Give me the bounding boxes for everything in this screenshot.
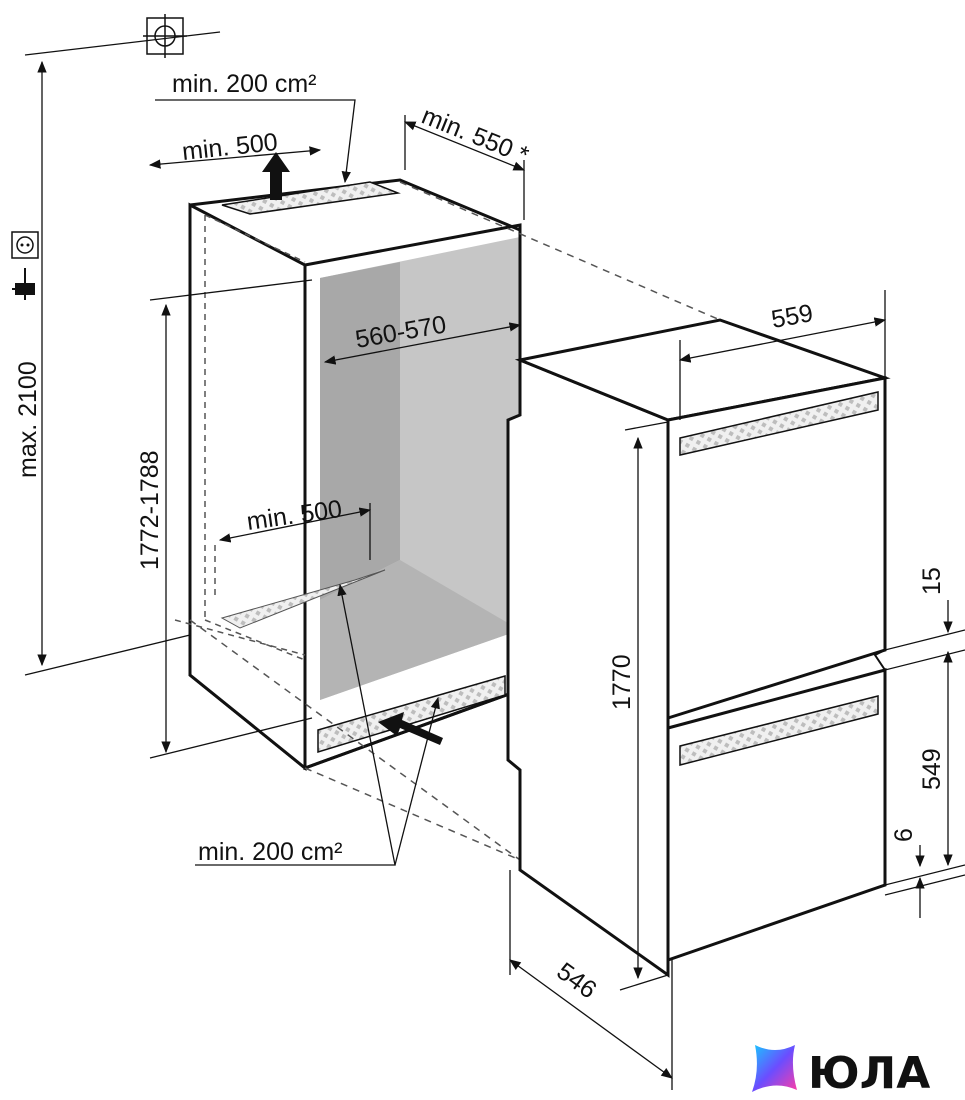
- label-vent-bottom-area: min. 200 cm²: [198, 838, 342, 866]
- perspective-dashed-lines: [189, 181, 721, 861]
- label-depth-top: min. 550 *: [418, 102, 533, 170]
- label-appliance-height: 1770: [608, 654, 636, 710]
- yula-logo-text: ЮЛА: [808, 1048, 930, 1099]
- lower-door-handle: [679, 695, 879, 766]
- niche-cabinet: [174, 178, 522, 772]
- label-max-height: max. 2100: [14, 361, 42, 478]
- label-niche-height: 1772-1788: [136, 450, 164, 570]
- yula-logo: ЮЛА: [752, 1045, 930, 1099]
- top-vent-grille: [221, 181, 401, 215]
- label-vent-top-width: min. 500: [181, 128, 279, 166]
- label-vent-top-area: min. 200 cm²: [172, 70, 316, 98]
- ceiling-fixture-symbol: [24, 14, 221, 58]
- bottom-front-vent-grille: [317, 675, 506, 754]
- label-appliance-width: 559: [769, 299, 815, 334]
- fridge-appliance: [506, 318, 891, 978]
- upper-door-handle: [679, 391, 879, 456]
- label-gap-bottom: 6: [890, 828, 918, 842]
- niche-hidden-edges: [174, 214, 306, 661]
- airflow-in-arrow: [378, 712, 443, 745]
- dimension-lines: [24, 60, 965, 1090]
- niche-left-face: [188, 202, 307, 772]
- label-appliance-depth: 546: [551, 957, 601, 1004]
- power-plug-icon: [12, 268, 35, 300]
- label-door-lower: 549: [918, 748, 946, 790]
- yula-logo-mark: [752, 1045, 797, 1092]
- power-socket-icon: [11, 231, 39, 259]
- fridge-side: [506, 357, 670, 978]
- niche-interior-left-wall: [320, 262, 400, 600]
- label-gap-top: 15: [918, 567, 946, 595]
- fridge-door-gap-edge: [667, 649, 886, 728]
- niche-interior-floor: [320, 560, 520, 700]
